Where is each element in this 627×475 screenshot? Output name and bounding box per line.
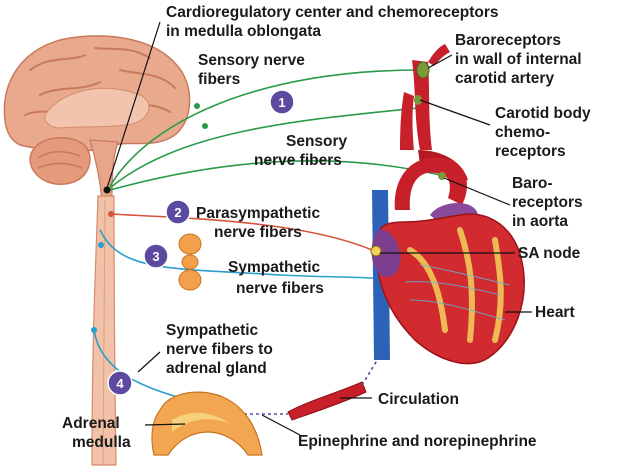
- svg-text:4: 4: [116, 376, 124, 391]
- leader-carotid-body: [419, 99, 491, 126]
- heart: [370, 213, 525, 365]
- sa-node: [370, 245, 382, 257]
- sympathetic-adrenal-origin: [91, 327, 97, 333]
- label-baroreceptors-aorta: Baro- receptors in aorta: [512, 175, 583, 230]
- sensory-fiber-aorta: [109, 160, 441, 191]
- label-sensory-upper: Sensory nerve fibers: [198, 52, 305, 88]
- svg-text:carotid artery: carotid artery: [455, 70, 554, 87]
- label-carotid-body: Carotid body chemo- receptors: [495, 105, 591, 160]
- svg-text:Sympathetic: Sympathetic: [166, 322, 259, 339]
- step-badge-1: 1: [269, 89, 295, 115]
- svg-text:1: 1: [278, 95, 285, 110]
- step-badge-4: 4: [107, 370, 133, 396]
- label-cardioregulatory: Cardioregulatory center and chemorecepto…: [166, 4, 499, 40]
- label-circulation: Circulation: [378, 391, 459, 408]
- label-adrenal-medulla: Adrenal medulla: [62, 415, 131, 451]
- leader-adrenal-medulla: [144, 423, 186, 426]
- svg-text:in aorta: in aorta: [512, 213, 568, 230]
- label-epinephrine: Epinephrine and norepinephrine: [298, 433, 537, 450]
- parasympathetic-origin: [108, 211, 114, 217]
- medulla-center-dot: [103, 186, 111, 194]
- label-sensory-lower: Sensory nerve fibers: [254, 133, 348, 169]
- label-heart: Heart: [535, 304, 575, 321]
- spinal-cord: [91, 195, 117, 466]
- svg-text:Parasympathetic: Parasympathetic: [196, 205, 320, 222]
- sensory-ganglion-2: [202, 123, 208, 129]
- svg-text:chemo-: chemo-: [495, 124, 550, 141]
- label-sa-node: SA node: [518, 245, 581, 262]
- step-badge-3: 3: [143, 243, 169, 269]
- svg-text:Sensory nerve: Sensory nerve: [198, 52, 305, 69]
- svg-text:nerve fibers: nerve fibers: [236, 280, 324, 297]
- sympathetic-ganglia: [178, 233, 202, 291]
- label-baroreceptors-carotid: Baroreceptors in wall of internal caroti…: [455, 32, 582, 87]
- svg-text:Cardioregulatory center and ch: Cardioregulatory center and chemorecepto…: [166, 4, 499, 21]
- svg-text:receptors: receptors: [495, 143, 566, 160]
- svg-text:adrenal gland: adrenal gland: [166, 360, 267, 377]
- svg-text:medulla: medulla: [72, 434, 131, 451]
- leader-baro-carotid: [427, 54, 453, 69]
- sensory-ganglion-1: [194, 103, 200, 109]
- sensory-fiber-carotid: [109, 69, 421, 187]
- sympathetic-origin: [98, 242, 104, 248]
- svg-text:Baro-: Baro-: [512, 175, 552, 192]
- carotid-body: [414, 95, 422, 105]
- svg-text:in wall of internal: in wall of internal: [455, 51, 582, 68]
- svg-text:in medulla oblongata: in medulla oblongata: [166, 23, 321, 40]
- label-sympathetic-adrenal: Sympathetic nerve fibers to adrenal glan…: [166, 322, 273, 377]
- svg-text:Sensory: Sensory: [286, 133, 348, 150]
- circulation-vessel: [287, 381, 367, 421]
- svg-text:Adrenal: Adrenal: [62, 415, 120, 432]
- step-badge-2: 2: [165, 199, 191, 225]
- svg-text:Baroreceptors: Baroreceptors: [455, 32, 561, 49]
- svg-text:fibers: fibers: [198, 71, 240, 88]
- svg-text:Sympathetic: Sympathetic: [228, 259, 321, 276]
- leader-baro-aorta: [443, 177, 511, 206]
- label-sympathetic: Sympathetic nerve fibers: [228, 259, 324, 297]
- svg-text:Carotid body: Carotid body: [495, 105, 591, 122]
- parasympathetic-fiber: [109, 213, 373, 251]
- leader-sympathetic-adrenal: [137, 351, 161, 373]
- svg-text:2: 2: [174, 205, 181, 220]
- label-parasympathetic: Parasympathetic nerve fibers: [196, 205, 320, 241]
- adrenal-gland: [151, 391, 263, 456]
- carotid-baroreceptor: [416, 61, 430, 79]
- cardioregulatory-pointer: [106, 21, 161, 189]
- sensory-fiber-carotid-body: [109, 107, 419, 189]
- svg-text:receptors: receptors: [512, 194, 583, 211]
- svg-text:nerve fibers: nerve fibers: [254, 152, 342, 169]
- circulation-dotted: [361, 351, 383, 386]
- svg-text:nerve fibers: nerve fibers: [214, 224, 302, 241]
- svg-text:nerve fibers to: nerve fibers to: [166, 341, 273, 358]
- leader-epinephrine: [261, 414, 301, 436]
- svg-text:3: 3: [152, 249, 159, 264]
- brain: [3, 35, 191, 201]
